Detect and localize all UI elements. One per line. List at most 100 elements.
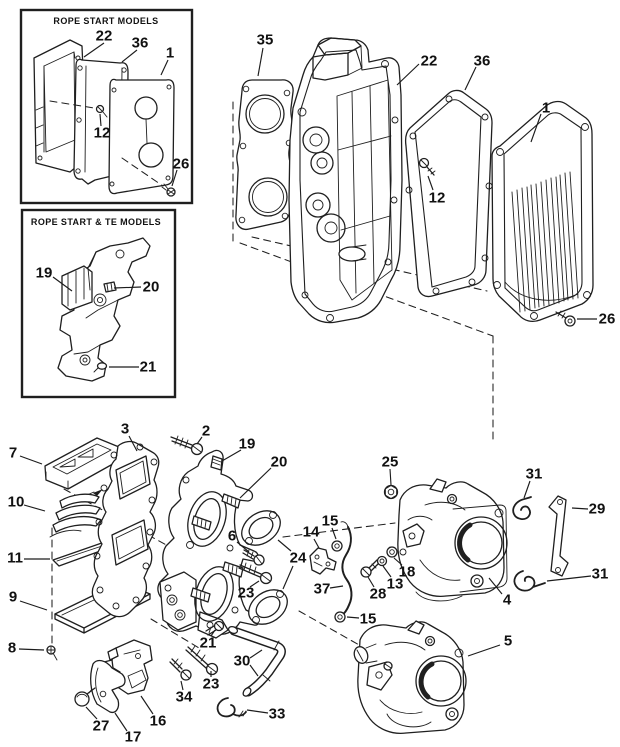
- callout-leader-23: [249, 580, 260, 588]
- callout-leader-19: [221, 449, 242, 462]
- intake-manifold-19: [157, 449, 261, 639]
- silencer-base: [33, 39, 84, 173]
- callout-33: 33: [269, 706, 286, 723]
- screw-8: [46, 645, 58, 661]
- callout-leader-17: [114, 712, 128, 732]
- callout-10: 10: [8, 494, 25, 511]
- callout-leader-16: [140, 695, 154, 715]
- callout-20: 20: [143, 279, 160, 296]
- adapter-housing-22: [288, 37, 403, 324]
- gasket-24-lower: [248, 589, 288, 625]
- callout-leader-27: [85, 706, 98, 720]
- cover-17: [90, 659, 126, 714]
- silencer-cover-1: [491, 100, 594, 322]
- callout-leader-6: [236, 541, 250, 553]
- callout-leader-9: [19, 600, 48, 611]
- screw-12-inset: [95, 104, 108, 118]
- callout-26: 26: [173, 156, 190, 173]
- reed-valves-10: [49, 493, 102, 538]
- callout-20: 20: [271, 454, 288, 471]
- callout-15: 15: [322, 513, 339, 530]
- callout-11: 11: [7, 550, 23, 567]
- callout-1: 1: [166, 45, 174, 62]
- callout-36: 36: [132, 35, 149, 52]
- screw-26-inset: [161, 183, 176, 197]
- inset-box: [19, 8, 194, 205]
- link-29: [548, 495, 569, 577]
- callout-leader-30: [249, 664, 259, 677]
- nut-25: [383, 484, 399, 500]
- callout-4: 4: [503, 592, 512, 609]
- callout-leader-20: [113, 286, 142, 289]
- screw-26: [555, 310, 576, 327]
- callout-3: 3: [121, 421, 129, 438]
- callout-7: 7: [9, 445, 17, 462]
- callout-leader-4: [488, 577, 503, 595]
- screw-21-lower: [205, 620, 225, 636]
- callout-leader-36: [121, 49, 138, 63]
- link-rod-37: [340, 521, 353, 617]
- callout-leader-22: [396, 63, 420, 86]
- callout-28: 28: [370, 586, 387, 603]
- gasket-plate-3: [91, 440, 160, 618]
- callout-26: 26: [599, 311, 616, 328]
- callout-leader-30: [249, 649, 263, 659]
- callout-leader-25: [389, 468, 392, 486]
- callout-leader-21: [210, 629, 216, 637]
- callout-17: 17: [125, 729, 142, 746]
- callout-23: 23: [238, 585, 255, 602]
- callout-leader-31: [523, 480, 531, 499]
- carburetor-4: [397, 478, 508, 602]
- callout-leader-31: [546, 575, 592, 582]
- bracket-19-inset: [57, 237, 151, 382]
- callout-12: 12: [94, 125, 111, 142]
- callout-leader-15: [346, 616, 360, 619]
- callout-8: 8: [8, 640, 16, 657]
- callout-leader-26: [171, 169, 178, 187]
- callout-9: 9: [9, 589, 17, 606]
- nut-18: [386, 546, 398, 558]
- callout-29: 29: [589, 501, 606, 518]
- callout-leader-19: [52, 276, 73, 292]
- hose-30: [227, 625, 286, 697]
- callout-leader-33: [246, 709, 269, 714]
- callout-22: 22: [421, 53, 438, 70]
- callout-leader-28: [367, 576, 375, 588]
- callout-leader-13: [382, 565, 392, 578]
- callout-leader-35: [257, 47, 264, 77]
- callout-leader-37: [329, 585, 344, 589]
- callout-leader-22: [83, 42, 105, 58]
- clip-31-lower: [513, 570, 546, 592]
- gasket-35: [235, 79, 294, 231]
- callout-37: 37: [314, 581, 331, 598]
- callout-5: 5: [504, 633, 512, 650]
- washer-13: [376, 555, 388, 567]
- callout-leader-34: [180, 680, 184, 691]
- callout-25: 25: [382, 454, 399, 471]
- callout-leader-12: [427, 175, 434, 191]
- callout-14: 14: [303, 524, 320, 541]
- callout-35: 35: [257, 32, 274, 49]
- bracket-14: [309, 547, 337, 575]
- callout-13: 13: [387, 576, 404, 593]
- clip-33: [216, 697, 247, 718]
- nut-15-lower: [334, 611, 346, 623]
- callout-6: 6: [228, 528, 236, 545]
- callout-34: 34: [176, 689, 193, 706]
- callout-leader-12: [99, 113, 102, 127]
- callout-leader-15: [331, 527, 337, 540]
- bolt-34: [169, 658, 192, 681]
- cover-grille: [511, 171, 579, 313]
- callout-16: 16: [150, 713, 167, 730]
- callout-leader-2: [196, 436, 203, 445]
- callout-leader-3: [128, 435, 138, 452]
- silencer-cover: [108, 78, 175, 195]
- bolt-27: [74, 687, 96, 707]
- callout-15: 15: [360, 611, 377, 628]
- callout-1: 1: [542, 100, 550, 117]
- callout-leader-36: [464, 66, 477, 91]
- inset-box: [20, 208, 177, 399]
